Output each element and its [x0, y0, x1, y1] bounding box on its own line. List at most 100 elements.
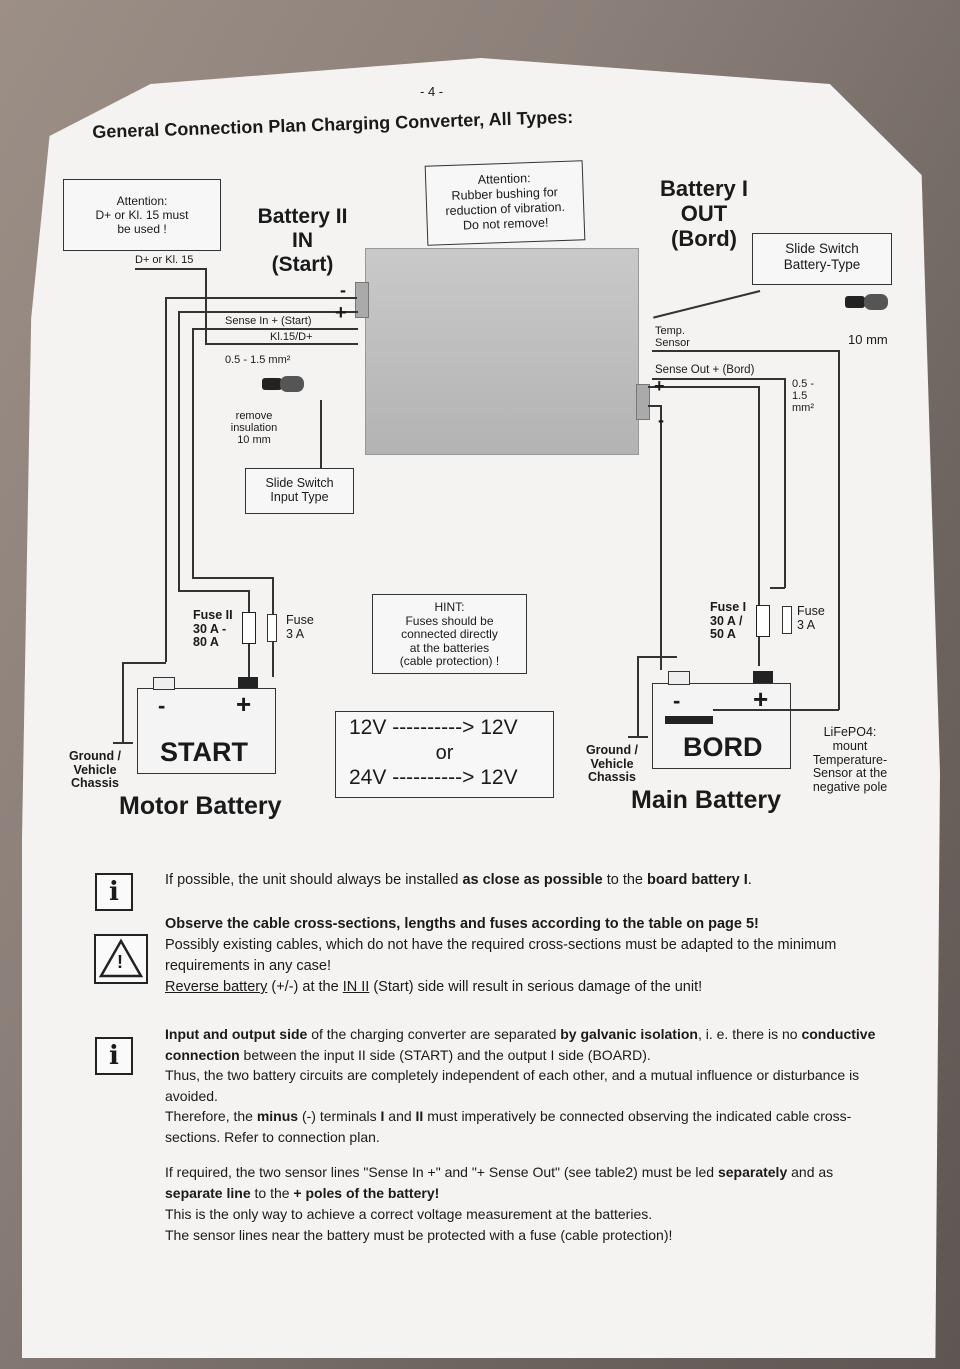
galvanic-3f: II: [415, 1108, 424, 1124]
fuse3a-right-icon: [782, 606, 792, 634]
wire-sense-out-h: [770, 587, 785, 589]
sensor-a: If required, the two sensor lines "Sense…: [165, 1164, 718, 1180]
sense-in-label: Sense In + (Start): [225, 315, 312, 327]
warning-reverse-c: IN II: [342, 979, 370, 995]
note-install-d: board battery I: [647, 872, 748, 888]
sensor-d: separate line: [165, 1185, 251, 1201]
wire-plus-out-vert: [758, 386, 760, 666]
wire-temp-sensor-vert: [838, 350, 840, 710]
galvanic-3c: (-) terminals: [298, 1108, 381, 1124]
info-icon-2: i: [95, 1037, 133, 1075]
info-glyph: i: [109, 877, 119, 907]
bord-battery: - + BORD: [652, 683, 791, 769]
voltage-or: or: [435, 742, 454, 764]
output-plus: +: [654, 376, 665, 396]
bord-plus: +: [753, 684, 769, 714]
note-install-c: to the: [602, 872, 648, 888]
ground-symbol-right: [628, 736, 648, 738]
page-number: - 4 -: [420, 84, 444, 99]
slide-switch-input-box: Slide Switch Input Type: [245, 468, 354, 514]
fuse1-icon: [756, 605, 770, 637]
fuse2-icon: [242, 612, 256, 644]
ground-symbol-left: [113, 742, 133, 744]
cable-end-icon-right: [845, 296, 865, 308]
wire-sense-out-vert: [784, 378, 786, 588]
attention-rubber-text: Attention: Rubber bushing for reduction …: [445, 171, 566, 233]
temp-sensor-label: Temp. Sensor: [655, 325, 690, 349]
start-plus-terminal: [238, 677, 258, 688]
sensor-line-2: This is the only way to achieve a correc…: [165, 1206, 653, 1222]
galvanic-3d: I: [380, 1108, 385, 1124]
galvanic-c: by galvanic isolation: [560, 1026, 698, 1042]
wire-minus-out-h: [648, 405, 662, 407]
fuse3a-left-label: Fuse 3 A: [286, 613, 314, 641]
attention-d-text: Attention: D+ or Kl. 15 must be used !: [95, 194, 189, 236]
start-battery: - + START: [137, 688, 276, 774]
input-terminal-block: [355, 282, 369, 318]
start-label: START: [160, 737, 248, 767]
voltage-box: 12V ----------> 12V or 24V ----------> 1…: [335, 711, 554, 798]
wire-temp-sensor: [652, 350, 840, 352]
voltage-line1: 12V ----------> 12V: [349, 716, 518, 739]
note-install-a: If possible, the unit should always be i…: [165, 872, 463, 888]
start-minus: -: [158, 693, 166, 718]
sensor-e: to the: [250, 1185, 294, 1201]
fuse2-label: Fuse II 30 A - 80 A: [193, 608, 233, 649]
wire-minus-in: [165, 297, 357, 299]
cross-section-in: 0.5 - 1.5 mm²: [225, 354, 291, 366]
sensor-c: and as: [787, 1164, 834, 1180]
galvanic-3g: must imperatively be connected observing…: [165, 1108, 852, 1145]
input-plus: +: [335, 302, 347, 324]
pointer-slide-input: [320, 400, 322, 468]
wire-minus-in-vert: [165, 297, 167, 662]
galvanic-3b: minus: [256, 1108, 299, 1124]
battery-in-label: Battery II IN (Start): [257, 205, 348, 276]
warning-icon: !: [94, 934, 148, 984]
slide-switch-input: Slide Switch Input Type: [265, 476, 334, 504]
galvanic-line-2: Thus, the two battery circuits are compl…: [165, 1067, 860, 1104]
bord-minus: -: [673, 688, 681, 713]
main-battery-label: Main Battery: [631, 786, 782, 814]
note-install-e: .: [747, 872, 752, 888]
slide-switch-battery-box: Slide Switch Battery-Type: [752, 233, 892, 285]
wire-d-label-line: [135, 268, 205, 270]
cable-end-icon: [262, 378, 282, 390]
galvanic-3e: and: [384, 1108, 416, 1124]
voltage-line2: 24V ----------> 12V: [349, 766, 518, 789]
wire-sense-out: [652, 378, 784, 380]
sensor-line-3: The sensor lines near the battery must b…: [165, 1227, 673, 1243]
wire-plus-out: [648, 386, 758, 388]
warning-line-1: Observe the cable cross-sections, length…: [165, 916, 759, 932]
galvanic-b: of the charging converter are separated: [307, 1026, 561, 1042]
warning-glyph: !: [117, 952, 123, 972]
warning-reverse: Reverse battery: [165, 979, 268, 995]
warning-reverse-b: (+/-) at the: [267, 979, 343, 995]
galvanic-a: Input and output side: [165, 1026, 308, 1042]
warning-triangle-icon: [98, 938, 144, 978]
wire-kl15: [205, 343, 358, 345]
cable-insulation-icon-right: [864, 294, 888, 310]
ground-right-label: Ground / Vehicle Chassis: [585, 743, 639, 784]
hint-box: HINT: Fuses should be connected directly…: [372, 594, 527, 674]
sense-out-label: Sense Out + (Bord): [655, 364, 755, 376]
wire-sense-in-vert: [192, 328, 194, 578]
galvanic-e: conductive connection: [165, 1026, 876, 1063]
galvanic-f: between the input II side (START) and th…: [239, 1046, 651, 1063]
temp-sensor-wire-battery: [713, 709, 839, 711]
warning-reverse-d: (Start) side will result in serious dama…: [369, 979, 703, 995]
wire-plus-in-horiz: [178, 590, 248, 592]
ground-wire-right-h: [637, 656, 677, 658]
galvanic-3a: Therefore, the: [165, 1108, 257, 1124]
ground-wire-left-v: [122, 662, 124, 742]
hint-text: HINT: Fuses should be connected directly…: [399, 600, 500, 669]
converter-unit: [365, 248, 639, 455]
note-install-b: as close as possible: [462, 872, 603, 888]
bord-minus-terminal: [668, 671, 690, 685]
galvanic-d: , i. e. there is no: [697, 1026, 802, 1042]
fuse3a-left-icon: [267, 614, 277, 642]
cross-section-out: 0.5 - 1.5 mm²: [792, 378, 815, 414]
note-warning: Observe the cable cross-sections, length…: [165, 914, 885, 998]
fuse1-label: Fuse I 30 A / 50 A: [710, 600, 747, 641]
wire-minus-out: [660, 405, 662, 670]
ground-wire-right-v: [637, 656, 639, 736]
